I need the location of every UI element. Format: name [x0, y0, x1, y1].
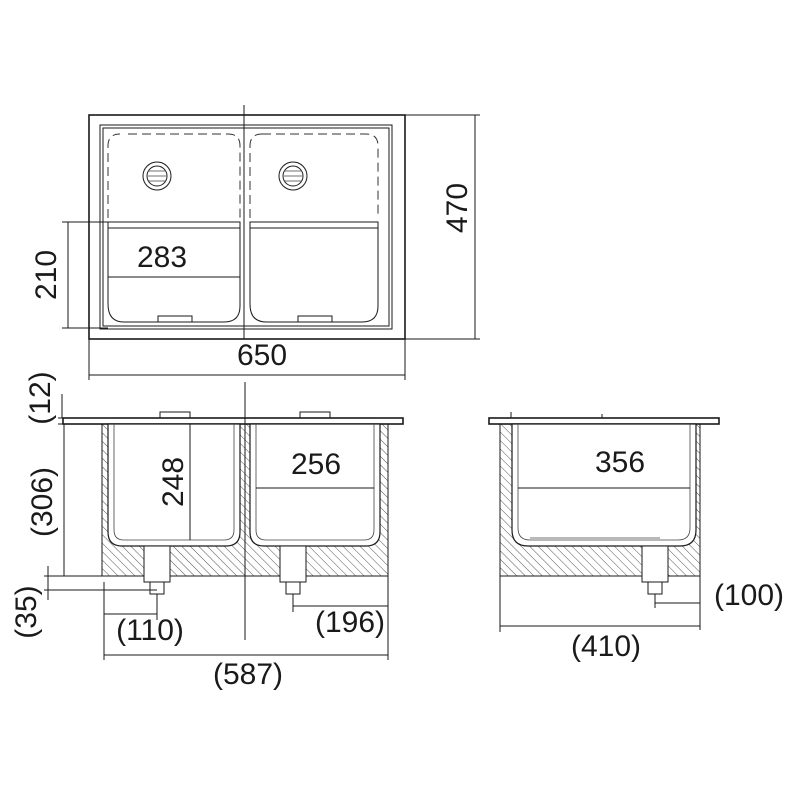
height-label: (306) [26, 467, 59, 537]
right-bowl-lower [249, 228, 379, 323]
front-overall-label: (587) [213, 658, 283, 691]
side-rim [488, 417, 720, 425]
right-drain-inner [282, 165, 304, 187]
depth-label: 470 [441, 183, 474, 233]
top-inner-rim-2 [102, 127, 390, 327]
side-trap [641, 545, 669, 583]
right-bowl-ledge [249, 221, 379, 229]
right-bowl-tab [297, 315, 333, 323]
drain-right-label: (196) [315, 606, 385, 639]
right-drain-icon [278, 161, 308, 191]
left-drain-icon [142, 161, 172, 191]
left-bowl-ledge [107, 221, 241, 229]
drain-offset-label: (35) [10, 585, 43, 638]
top-inner-rim [99, 124, 393, 330]
front-left-bowl [107, 423, 241, 547]
front-right-bowl [249, 423, 381, 547]
bowl-depth-label: 210 [30, 250, 63, 300]
side-inner-label: 356 [595, 446, 645, 479]
top-outer-rim [88, 114, 406, 340]
drain-left-label: (110) [116, 614, 184, 647]
left-bowl-upper [107, 133, 241, 218]
bowl-inner-label: 283 [137, 241, 187, 274]
bowl-height-label: 248 [157, 457, 190, 507]
side-bowl [511, 423, 697, 547]
front-right-trap [279, 545, 307, 583]
rim-label: (12) [24, 371, 57, 424]
width-label: 650 [237, 339, 287, 372]
side-view: 356 (100) (410) [488, 412, 784, 663]
bowl-width-label: 256 [291, 448, 341, 481]
front-left-trap [143, 545, 171, 583]
side-drain-label: (100) [714, 579, 784, 612]
right-bowl-upper [249, 133, 379, 218]
side-overall-label: (410) [571, 630, 641, 663]
left-bowl-tab [157, 315, 193, 323]
front-rim [62, 417, 404, 425]
front-view: (12) (306) 248 256 (35) (110) (196) (587… [10, 371, 404, 691]
left-drain-inner [146, 165, 168, 187]
top-view: 470 210 283 650 [30, 105, 480, 380]
